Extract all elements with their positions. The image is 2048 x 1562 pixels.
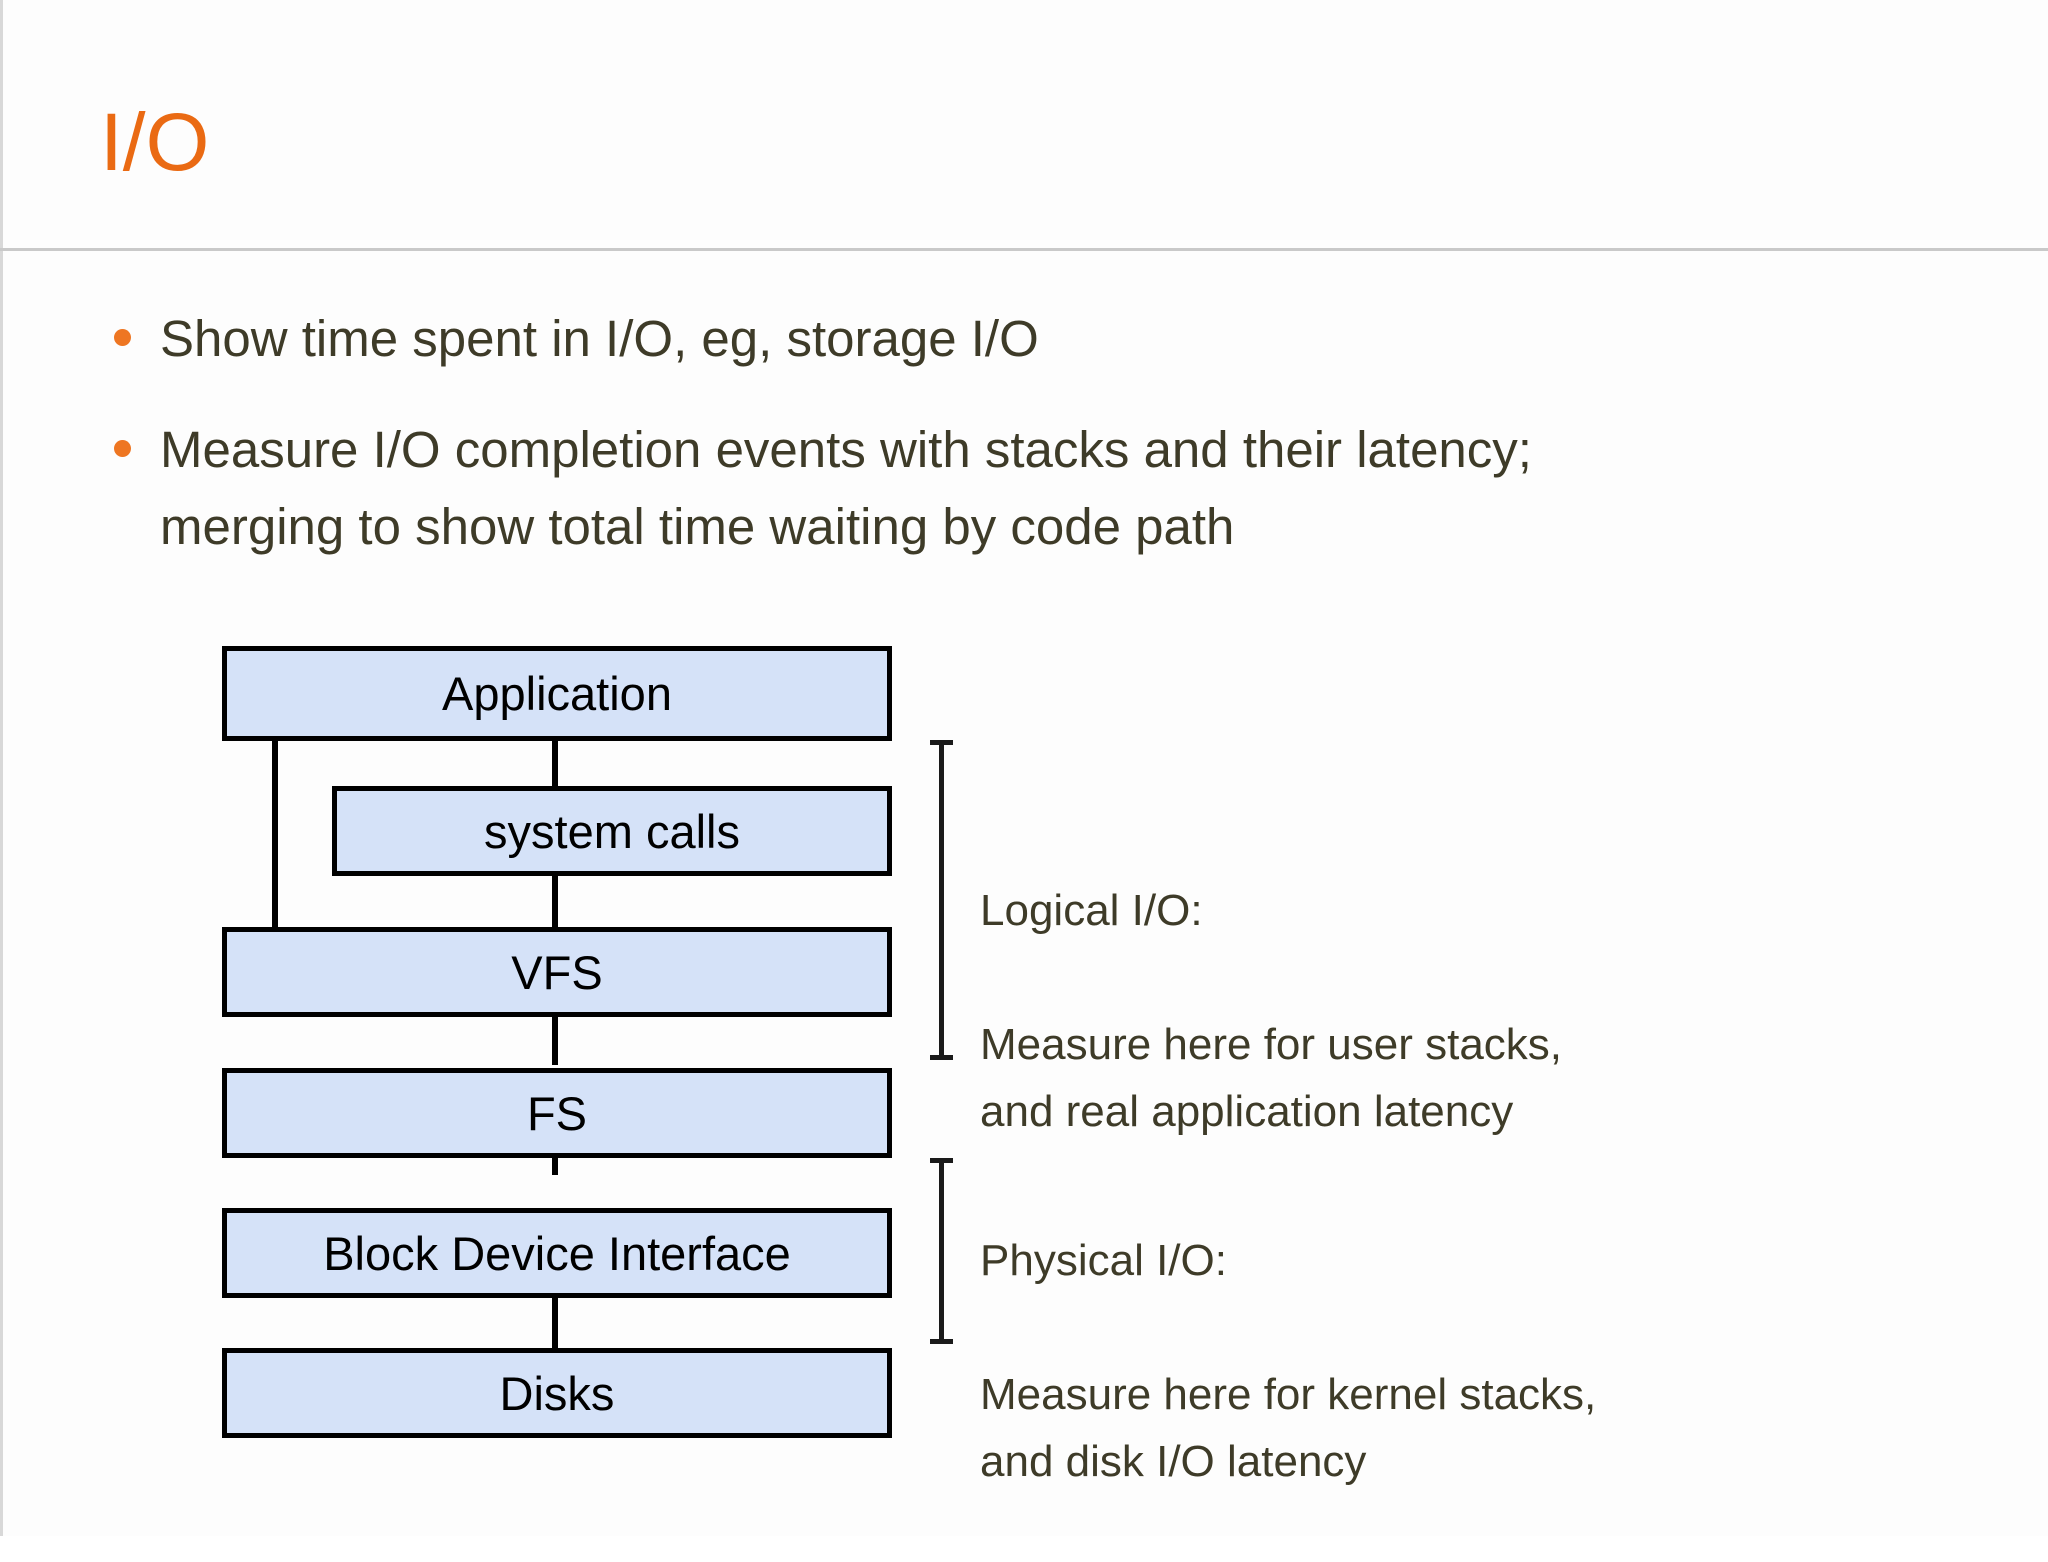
title-divider: [0, 248, 2048, 251]
diagram-box-label: system calls: [484, 804, 740, 858]
annotation-heading: Logical I/O:: [980, 886, 1203, 935]
annotation-body: Measure here for user stacks, and real a…: [980, 1020, 1563, 1136]
bracket-cap-bottom: [930, 1339, 953, 1344]
connector-syscalls-to-vfs: [552, 872, 558, 932]
list-item: Measure I/O completion events with stack…: [100, 411, 2000, 565]
diagram-box-fs[interactable]: FS: [222, 1068, 892, 1158]
bracket-logical-io: [930, 740, 953, 1060]
connector-application-to-syscalls: [552, 740, 558, 790]
bracket-physical-io: [930, 1158, 953, 1344]
diagram-box-label: Application: [442, 667, 672, 720]
left-border-rule: [0, 0, 3, 1536]
bullet-list: Show time spent in I/O, eg, storage I/O …: [100, 300, 2000, 599]
page-title: I/O: [100, 97, 210, 188]
diagram-box-vfs[interactable]: VFS: [222, 927, 892, 1017]
diagram-box-label: FS: [526, 1086, 588, 1140]
bullet-text: Measure I/O completion events with stack…: [160, 421, 1532, 555]
bullet-text: Show time spent in I/O, eg, storage I/O: [160, 310, 1039, 367]
bracket-stem: [939, 740, 944, 1060]
bullet-dot-icon: [114, 329, 131, 346]
diagram-box-label: Block Device Interface: [323, 1226, 791, 1280]
diagram-box-disks[interactable]: Disks: [222, 1348, 892, 1438]
bracket-cap-bottom: [930, 1055, 953, 1060]
bullet-dot-icon: [114, 440, 131, 457]
diagram-box-block-device-interface[interactable]: Block Device Interface: [222, 1208, 892, 1298]
diagram-box-label: Disks: [499, 1366, 615, 1420]
diagram-box-label: VFS: [511, 945, 603, 999]
annotation-physical-io: Physical I/O: Measure here for kernel st…: [980, 1160, 2010, 1562]
annotation-body: Measure here for kernel stacks, and disk…: [980, 1370, 1597, 1486]
diagram-box-system-calls[interactable]: system calls: [332, 786, 892, 876]
connector-application-to-vfs: [272, 740, 278, 932]
connector-block-to-disks: [552, 1298, 558, 1350]
annotation-heading: Physical I/O:: [980, 1236, 1227, 1285]
bracket-stem: [939, 1158, 944, 1344]
annotation-logical-io: Logical I/O: Measure here for user stack…: [980, 810, 2010, 1212]
connector-vfs-to-fs: [552, 1013, 558, 1065]
diagram-box-application[interactable]: Application: [222, 646, 892, 741]
list-item: Show time spent in I/O, eg, storage I/O: [100, 300, 2000, 377]
